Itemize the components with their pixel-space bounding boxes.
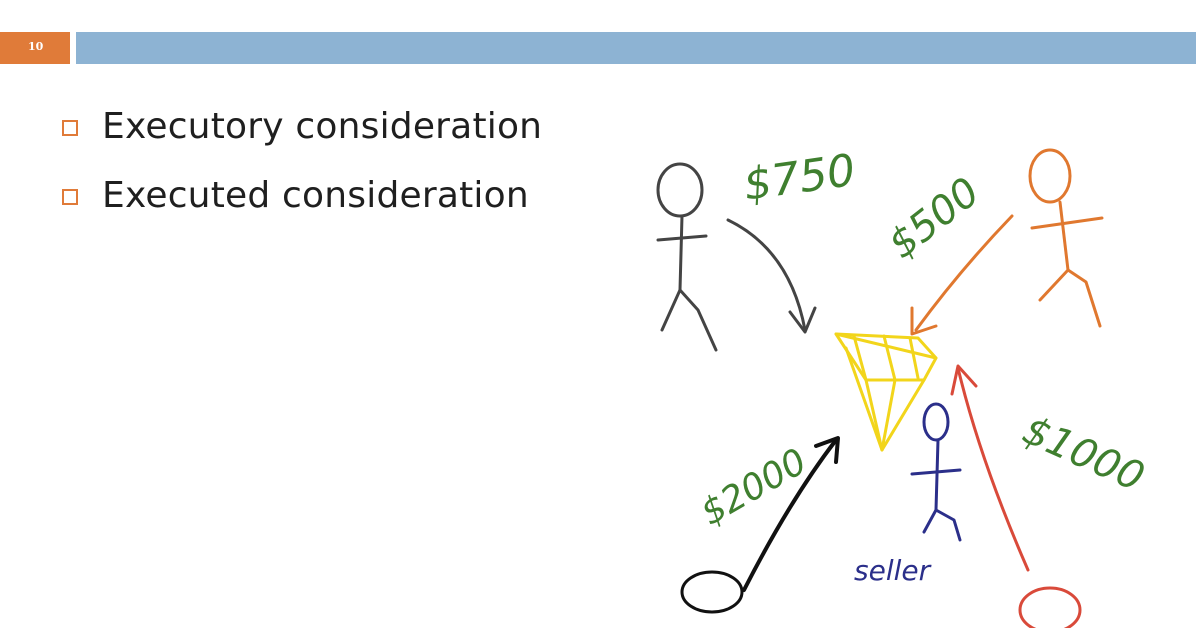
bid-500-label: $500 xyxy=(880,169,989,268)
bid-750-label: $750 xyxy=(740,145,858,211)
bid-2000-arrow xyxy=(742,436,840,592)
bid-500-arrow xyxy=(910,214,1014,336)
buyer-3-stick-figure xyxy=(1018,586,1082,628)
bullet-text: Executory consideration xyxy=(102,105,543,147)
buyer-2-stick-figure xyxy=(1028,148,1104,328)
slide-header: 10 xyxy=(0,32,1196,64)
bid-2000-label: $2000 xyxy=(694,441,814,534)
bullet-list: Executory consideration Executed conside… xyxy=(62,92,542,230)
slide-number: 10 xyxy=(0,32,70,64)
bid-1000-arrow xyxy=(950,364,1030,572)
bullet-text: Executed consideration xyxy=(102,174,529,216)
bid-1000-label: $1000 xyxy=(1016,407,1151,501)
bullet-item: Executory consideration xyxy=(62,92,542,160)
title-bar xyxy=(76,32,1196,64)
auction-sketch: $750 $500 seller $1000 xyxy=(656,145,1151,628)
buyer-4-stick-figure xyxy=(680,570,744,614)
seller-stick-figure xyxy=(910,402,962,542)
bid-750-arrow xyxy=(726,218,817,334)
diamond-icon xyxy=(834,332,938,452)
seller-label: seller xyxy=(854,554,932,587)
bullet-square-icon xyxy=(62,120,78,136)
buyer-1-stick-figure xyxy=(656,162,718,352)
bullet-item: Executed consideration xyxy=(62,160,542,230)
bullet-square-icon xyxy=(62,189,78,205)
